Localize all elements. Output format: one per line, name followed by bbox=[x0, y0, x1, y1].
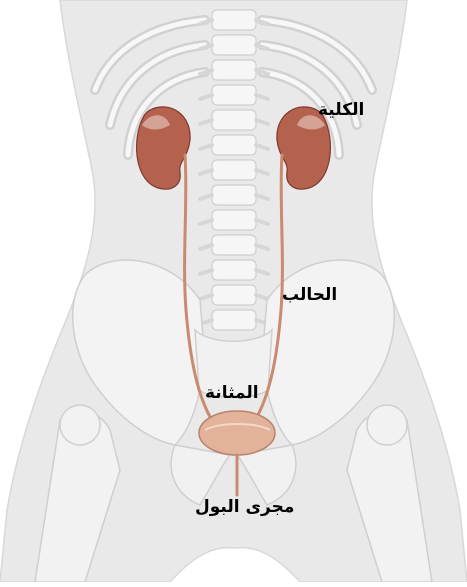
bladder bbox=[199, 411, 275, 455]
vertebra bbox=[212, 185, 256, 205]
vertebra bbox=[212, 235, 256, 255]
vertebra bbox=[212, 60, 256, 80]
bladder-label: المثانة bbox=[205, 383, 259, 403]
vertebra bbox=[212, 85, 256, 105]
vertebra bbox=[212, 310, 256, 330]
vertebra bbox=[212, 110, 256, 130]
vertebra bbox=[212, 285, 256, 305]
vertebra bbox=[212, 210, 256, 230]
ureter-label: الحالب bbox=[282, 285, 337, 305]
vertebra bbox=[212, 10, 256, 30]
vertebra bbox=[212, 135, 256, 155]
vertebra bbox=[212, 160, 256, 180]
kidney-label: الكلية bbox=[318, 100, 364, 120]
vertebra bbox=[212, 35, 256, 55]
urethra-label: مجرى البول bbox=[195, 497, 294, 517]
vertebra bbox=[212, 260, 256, 280]
